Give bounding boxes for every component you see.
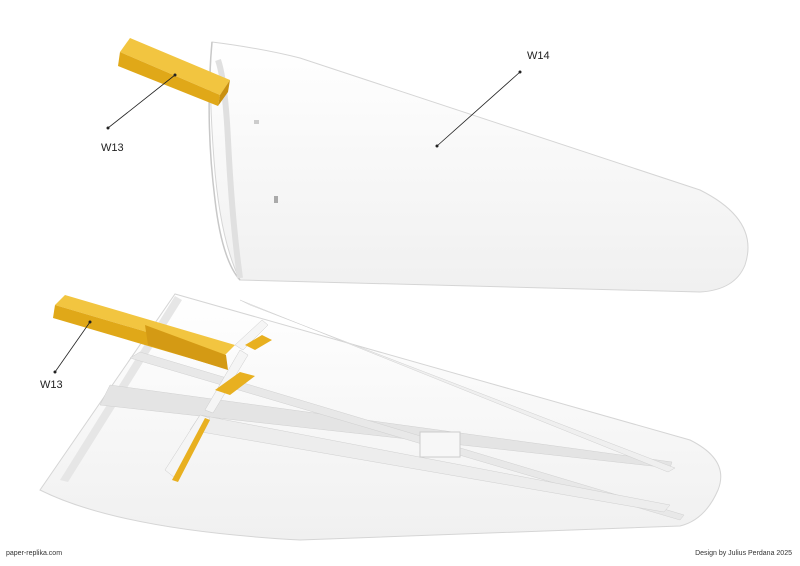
label-w14: W14 — [527, 50, 550, 62]
label-w13-top: W13 — [101, 142, 124, 154]
label-w13-bottom: W13 — [40, 379, 63, 391]
website-label: paper-replika.com — [6, 550, 63, 557]
credit-label: Design by Julius Perdana 2025 — [695, 550, 792, 557]
spar-bottom — [53, 295, 272, 482]
spar-top — [118, 38, 230, 106]
wing-top-shell — [208, 41, 749, 293]
